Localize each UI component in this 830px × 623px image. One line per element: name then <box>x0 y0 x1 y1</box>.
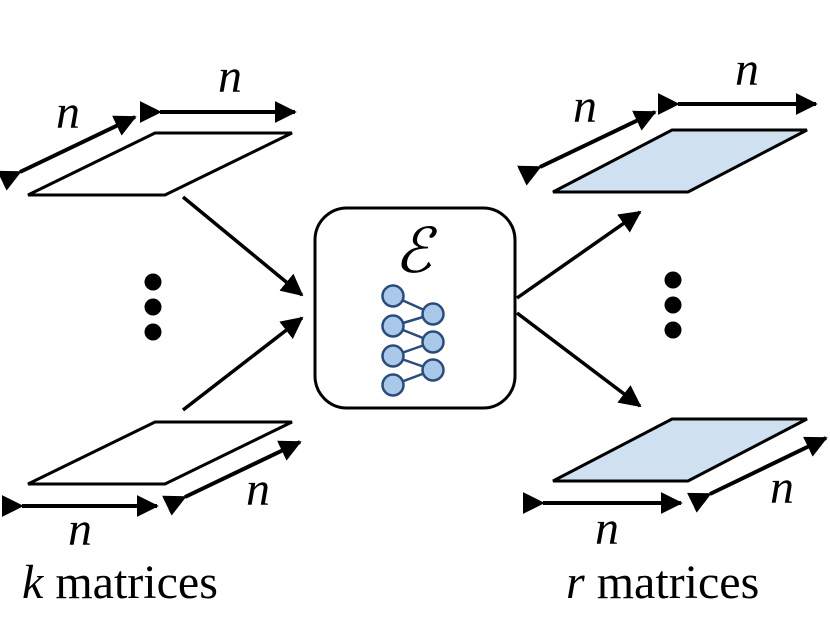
dimension-labels: n n n n n n n n <box>56 43 794 556</box>
output-top-depth-arrow <box>517 110 657 186</box>
output-bottom-width-label: n <box>595 502 619 555</box>
input-caption: k matrices <box>22 556 218 609</box>
input-top-depth-label: n <box>56 86 80 139</box>
output-caption-text: matrices <box>585 556 760 609</box>
output-ellipsis-dots <box>664 271 682 339</box>
output-top-width-label: n <box>735 43 759 96</box>
encoder-box <box>313 206 517 410</box>
input-matrices <box>0 101 304 517</box>
output-bottom-depth-arrow <box>687 436 828 513</box>
output-matrices <box>515 93 828 514</box>
input-top-depth-arrow <box>0 115 137 191</box>
captions: k matrices r matrices <box>22 556 759 609</box>
output-caption: r matrices <box>566 556 759 609</box>
encoder-to-output-bottom-arrow <box>515 311 642 408</box>
encoder-symbol: ℰ <box>394 218 437 286</box>
input-caption-text: matrices <box>43 556 218 609</box>
output-count-symbol: r <box>566 556 585 609</box>
neural-network-icon <box>381 284 445 397</box>
input-matrix-bottom <box>27 420 293 486</box>
input-matrix-top <box>27 131 293 197</box>
input-top-to-encoder-arrow <box>181 195 304 297</box>
input-top-width-label: n <box>218 50 242 103</box>
input-bottom-to-encoder-arrow <box>181 316 304 412</box>
input-bottom-depth-arrow <box>162 440 302 516</box>
input-ellipsis-dots <box>144 273 162 341</box>
encoder: ℰ <box>313 206 517 410</box>
encoder-to-output-top-arrow <box>515 210 642 300</box>
output-top-depth-label: n <box>573 80 597 133</box>
output-matrix-bottom <box>552 417 808 483</box>
input-bottom-width-label: n <box>68 503 92 556</box>
output-bottom-depth-label: n <box>770 461 794 514</box>
output-matrix-top <box>552 128 808 194</box>
input-bottom-depth-label: n <box>246 463 270 516</box>
input-count-symbol: k <box>22 556 45 609</box>
